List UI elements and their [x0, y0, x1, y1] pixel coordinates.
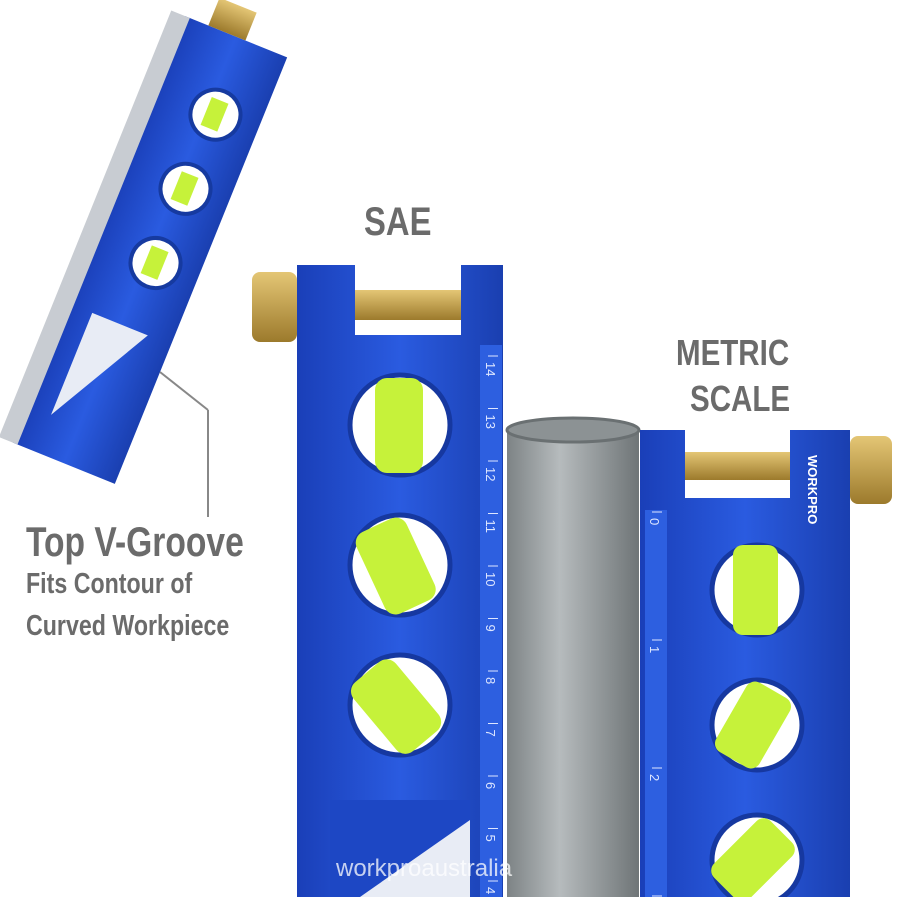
ruler-tick-label: 8: [483, 677, 498, 684]
ruler-tick-label: 4: [483, 887, 498, 894]
ruler-tick-label: 0: [647, 518, 662, 525]
ruler-tick-label: 2: [647, 774, 662, 781]
feature-title: Top V-Groove: [26, 518, 244, 565]
ruler-tick-label: 11: [483, 520, 498, 534]
ruler-tick-label: 14: [483, 362, 498, 376]
metric-label: METRIC: [676, 332, 790, 373]
watermark: workproaustralia: [336, 855, 513, 882]
ruler-tick-label: 5: [483, 835, 498, 842]
sae-level: [252, 265, 503, 897]
feature-description-1: Fits Contour of: [26, 568, 193, 600]
ruler-tick-label: 6: [483, 782, 498, 789]
tilted-level: [0, 0, 288, 484]
feature-description-2: Curved Workpiece: [26, 610, 230, 642]
ruler-tick-label: 1: [647, 646, 662, 653]
callout-line: [159, 371, 209, 411]
ruler-tick-label: 10: [483, 572, 498, 586]
ruler-tick-label: 9: [483, 625, 498, 632]
ruler-tick-label: 12: [483, 467, 498, 481]
workpro-logo: WORKPRO: [805, 455, 820, 524]
ruler-tick-label: 7: [483, 730, 498, 737]
scale-label: SCALE: [690, 378, 791, 419]
sae-label: SAE: [364, 200, 432, 244]
pipe: [505, 416, 641, 897]
metric-level: WORKPRO: [640, 430, 892, 897]
thumb-screw: [252, 272, 297, 342]
thumb-screw: [850, 436, 892, 504]
ruler-tick-label: 13: [483, 415, 498, 429]
